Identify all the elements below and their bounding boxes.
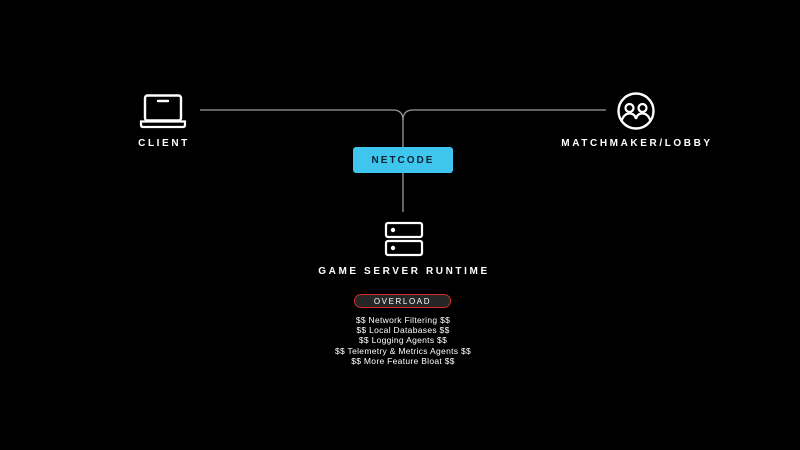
netcode-box: NETCODE bbox=[353, 147, 453, 173]
matchmaker-label: MATCHMAKER/LOBBY bbox=[561, 138, 713, 149]
bloat-list: $$ Network Filtering $$ $$ Local Databas… bbox=[250, 315, 556, 366]
bloat-item: $$ Local Databases $$ bbox=[356, 325, 450, 336]
laptop-icon bbox=[139, 94, 187, 129]
overload-badge: OVERLOAD bbox=[354, 294, 451, 308]
netcode-label: NETCODE bbox=[371, 154, 435, 166]
client-label: CLIENT bbox=[138, 138, 190, 149]
server-icon bbox=[384, 221, 424, 257]
bloat-item: $$ More Feature Bloat $$ bbox=[351, 355, 455, 366]
bloat-item: $$ Telemetry & Metrics Agents $$ bbox=[334, 345, 472, 356]
game-server-label: GAME SERVER RUNTIME bbox=[318, 266, 490, 277]
users-icon bbox=[617, 92, 655, 130]
bloat-item: $$ Logging Agents $$ bbox=[358, 335, 448, 346]
bloat-item: $$ Network Filtering $$ bbox=[355, 315, 451, 325]
client-connector bbox=[200, 109, 404, 121]
matchmaker-connector bbox=[402, 109, 606, 121]
overload-label: OVERLOAD bbox=[373, 296, 432, 306]
